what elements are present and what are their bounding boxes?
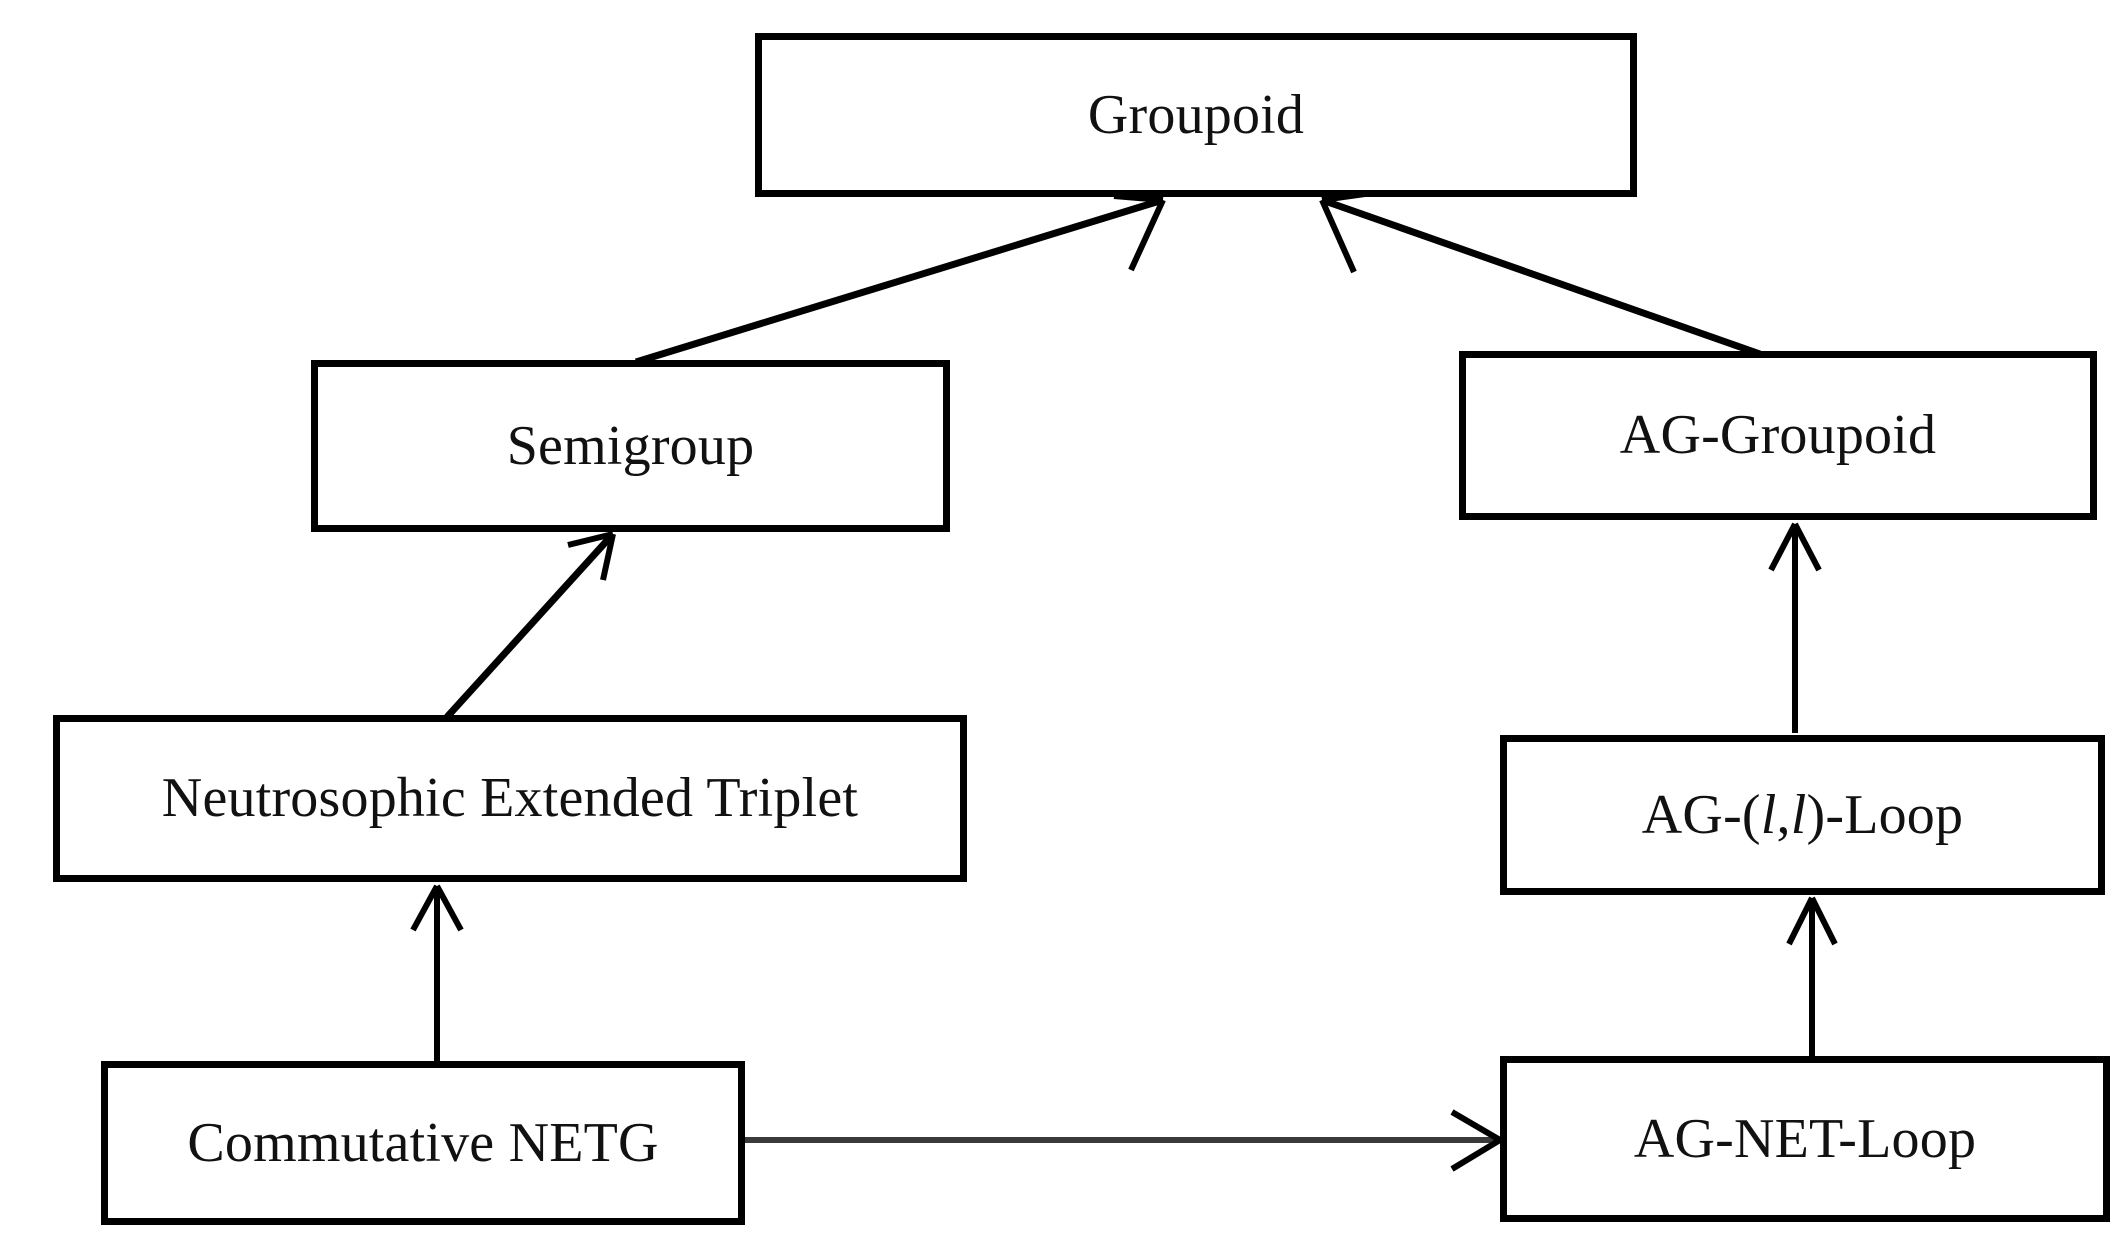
node-ag-net-loop-label: AG-NET-Loop <box>1633 1107 1977 1170</box>
node-ag-net-loop[interactable]: AG-NET-Loop <box>1500 1056 2110 1222</box>
node-neutrosophic-extended-triplet-label: Neutrosophic Extended Triplet <box>161 767 859 830</box>
node-commutative-netg[interactable]: Commutative NETG <box>101 1061 745 1225</box>
edge-ag-net-loop-to-ag-ll-loop <box>1786 896 1838 1058</box>
edge-ag-ll-loop-to-ag-groupoid <box>1768 522 1822 733</box>
node-neutrosophic-extended-triplet[interactable]: Neutrosophic Extended Triplet <box>53 715 967 882</box>
node-semigroup[interactable]: Semigroup <box>311 360 950 532</box>
edge-comm-netg-to-ag-net-loop <box>740 1109 1502 1172</box>
node-ag-groupoid[interactable]: AG-Groupoid <box>1459 351 2097 520</box>
edge-semigroup-to-groupoid <box>634 193 1166 366</box>
node-ag-ll-loop[interactable]: AG-(l,l)-Loop <box>1500 735 2105 895</box>
node-semigroup-label: Semigroup <box>506 414 755 477</box>
edge-comm-netg-to-net <box>410 884 464 1062</box>
edge-net-to-semigroup <box>444 531 616 720</box>
node-groupoid-label: Groupoid <box>1087 83 1305 146</box>
node-commutative-netg-label: Commutative NETG <box>187 1111 659 1174</box>
edge-ag-groupoid-to-groupoid <box>1319 190 1762 358</box>
node-ag-groupoid-label: AG-Groupoid <box>1619 404 1937 467</box>
node-ag-ll-loop-label: AG-(l,l)-Loop <box>1641 783 1964 846</box>
node-groupoid[interactable]: Groupoid <box>755 33 1637 197</box>
